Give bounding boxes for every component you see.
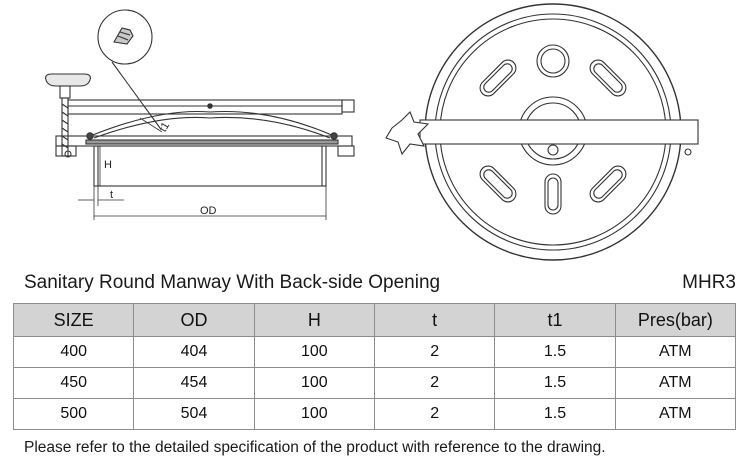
detail-callout-circle: [97, 9, 153, 65]
column-header-pressure: Pres(bar): [614, 303, 737, 337]
table-cell: ATM: [614, 367, 737, 399]
specification-table: SIZE OD H t t1 Pres(bar) 400 404 100 2 1…: [12, 303, 737, 430]
table-row: 500 504 100 2 1.5 ATM: [12, 398, 737, 430]
column-header-t: t: [373, 303, 496, 337]
column-header-h: H: [253, 303, 375, 337]
document-title: Sanitary Round Manway With Back-side Ope…: [24, 272, 441, 293]
top-view-drawing: [385, 3, 699, 261]
table-header-row: SIZE OD H t t1 Pres(bar): [12, 303, 737, 337]
table-cell: 450: [12, 367, 135, 399]
table-cell: 100: [253, 398, 375, 430]
table-row: 400 404 100 2 1.5 ATM: [12, 336, 737, 368]
column-header-t1: t1: [494, 303, 616, 337]
dim-label-h: H: [104, 159, 112, 171]
title-row: Sanitary Round Manway With Back-side Ope…: [24, 272, 736, 296]
column-header-od: OD: [133, 303, 255, 337]
table-cell: 1.5: [494, 336, 616, 368]
table-cell: 1.5: [494, 398, 616, 430]
table-cell: 100: [253, 367, 375, 399]
table-cell: 2: [373, 336, 496, 368]
dim-label-t1: t1: [157, 120, 172, 134]
table-cell: 100: [253, 336, 375, 368]
table-cell: 500: [12, 398, 135, 430]
table-cell: ATM: [614, 336, 737, 368]
table-row: 450 454 100 2 1.5 ATM: [12, 367, 737, 399]
table-cell: 504: [133, 398, 255, 430]
footnote: Please refer to the detailed specificati…: [24, 439, 606, 456]
technical-drawing: H t t1 OD: [45, 3, 699, 261]
table-cell: 2: [373, 398, 496, 430]
column-header-size: SIZE: [12, 303, 135, 337]
dim-label-t: t: [110, 189, 113, 201]
table-cell: 1.5: [494, 367, 616, 399]
table-cell: ATM: [614, 398, 737, 430]
dim-label-od: OD: [200, 205, 217, 217]
table-cell: 404: [133, 336, 255, 368]
side-view-drawing: [45, 9, 355, 220]
table-cell: 2: [373, 367, 496, 399]
table-cell: 400: [12, 336, 135, 368]
table-cell: 454: [133, 367, 255, 399]
model-code: MHR3: [682, 272, 736, 293]
